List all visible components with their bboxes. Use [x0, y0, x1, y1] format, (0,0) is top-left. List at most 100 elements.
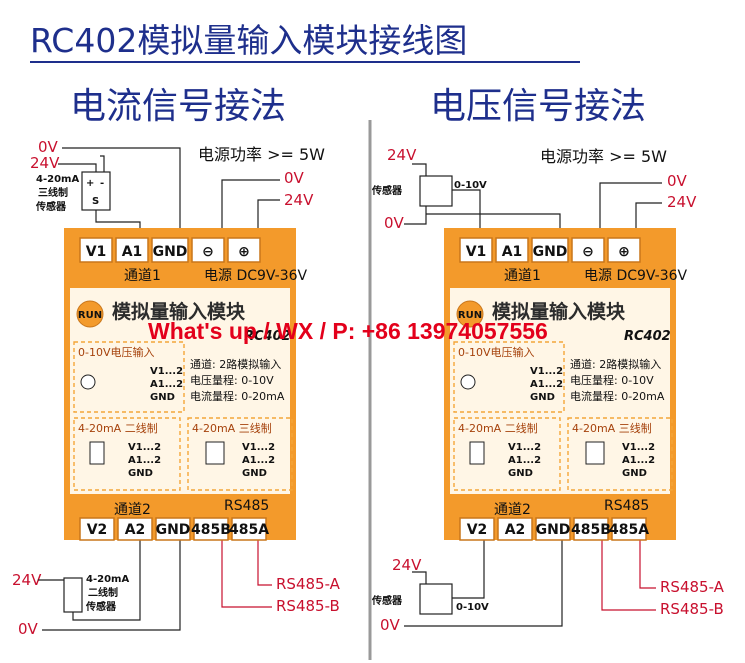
left-bottom-terminal: [231, 517, 267, 541]
left-bottom-terminal-label: V2: [87, 522, 108, 538]
left-sensor-s: S: [92, 196, 99, 207]
right-sensor-label: 传感器: [371, 184, 403, 197]
left-spec-line: 电压量程: 0-10V: [190, 374, 274, 387]
right-rs485-label: RS485: [604, 498, 649, 514]
right-top-terminal-label: GND: [533, 244, 568, 260]
right-spec-line: 电压量程: 0-10V: [570, 374, 654, 387]
right-24v-top-label: 24V: [387, 146, 417, 164]
left-top-terminal-label: V1: [86, 244, 107, 260]
right-rs485a-wire: [639, 540, 656, 589]
right-three-wire-label: 4-20mA 三线制: [572, 421, 652, 435]
left-bottom-terminal-label: 485B: [191, 522, 231, 538]
left-three-wire-pin: GND: [242, 468, 267, 479]
left-power-0v: 0V: [284, 169, 305, 187]
left-top-terminal: [151, 237, 189, 263]
left-two-wire-pin: V1...2: [128, 442, 161, 453]
right-rs485b-wire: [601, 540, 656, 611]
left-wire-24v: [58, 163, 97, 172]
left-wire-minus: [100, 155, 105, 172]
left-voltage-pin: A1...2: [150, 379, 183, 390]
right-top-terminal: [495, 237, 529, 263]
left-power-24v: 24V: [284, 191, 314, 209]
right-wire2-24v: [412, 571, 427, 584]
left-top-terminal: [79, 237, 113, 263]
left-top-terminal-label: ⊕: [238, 244, 250, 260]
right-wire-0v-sensor: [404, 206, 427, 225]
left-power-note: 电源功率 >= 5W: [198, 145, 325, 164]
right-top-terminal-label: A1: [502, 244, 523, 260]
watermark: What's up / WX / P: +86 13974057556: [148, 318, 548, 344]
left-run-led: [76, 300, 104, 328]
left-voltage-input-label: 0-10V电压输入: [78, 345, 155, 359]
left-wire2-0v: [42, 540, 181, 631]
right-wire2-0v: [404, 540, 563, 627]
right-bottom-terminal: [459, 517, 495, 541]
left-sensor-plus: +: [86, 178, 94, 189]
right-sensor-box: [419, 175, 453, 207]
right-bottom-terminal-label: A2: [505, 522, 526, 538]
left-voltage-pin: GND: [150, 392, 175, 403]
right-voltage-pin: GND: [530, 392, 555, 403]
right-two-wire-label: 4-20mA 二线制: [458, 421, 538, 435]
left-voltage-pin: V1...2: [150, 366, 183, 377]
right-voltage-input-label: 0-10V电压输入: [458, 345, 535, 359]
left-24v-bottom-label: 24V: [12, 571, 42, 589]
right-three-wire-pin: A1...2: [622, 455, 655, 466]
left-sensor2-label-3: 传感器: [85, 600, 117, 613]
left-power-wire-0v: [221, 179, 280, 236]
right-sensor2-label: 传感器: [371, 594, 403, 607]
left-rs485b-label: RS485-B: [276, 597, 340, 615]
left-two-wire-pin: GND: [128, 468, 153, 479]
right-three-wire-box: [567, 417, 673, 491]
right-bottom-terminal-label: GND: [536, 522, 571, 538]
left-wire2-signal: [72, 540, 141, 621]
left-sensor-label-2: 三线制: [38, 186, 68, 199]
right-model: RC402: [624, 329, 671, 344]
left-three-wire-pin: A1...2: [242, 455, 275, 466]
left-spec-line: 电流量程: 0-20mA: [190, 389, 285, 403]
left-voltage-source-icon: [80, 374, 96, 390]
left-three-wire-box: [187, 417, 293, 491]
left-three-wire-sensor-icon: [205, 441, 225, 465]
right-two-wire-pin: A1...2: [508, 455, 541, 466]
right-top-terminal: [531, 237, 569, 263]
right-two-wire-sensor-icon: [469, 441, 485, 465]
right-rs485b-label: RS485-B: [660, 600, 724, 618]
left-wire-0v: [62, 147, 181, 236]
right-voltage-pin: V1...2: [530, 366, 563, 377]
right-power-24v: 24V: [667, 193, 697, 211]
right-wire-24v: [412, 163, 427, 176]
right-two-wire-pin: GND: [508, 468, 533, 479]
right-power-wire-0v: [599, 182, 662, 236]
left-two-wire-label: 4-20mA 二线制: [78, 421, 158, 435]
right-spec-line: 通道: 2路模拟输入: [570, 357, 661, 371]
right-rs485a-label: RS485-A: [660, 578, 725, 596]
left-bottom-terminal: [193, 517, 229, 541]
left-24v-top-label: 24V: [30, 154, 60, 172]
right-signal2-label: 0-10V: [456, 602, 489, 613]
left-two-wire-box: [73, 417, 181, 491]
right-power-wire-24v: [635, 202, 662, 236]
left-top-terminal: [115, 237, 149, 263]
left-channel2-label: 通道2: [114, 502, 151, 518]
left-spec-line: 通道: 2路模拟输入: [190, 357, 281, 371]
right-signal-label: 0-10V: [454, 180, 487, 191]
left-sensor-minus: -: [100, 178, 104, 189]
left-channel1-label: 通道1: [124, 268, 161, 284]
right-bottom-terminal: [611, 517, 647, 541]
right-bottom-terminal: [497, 517, 533, 541]
right-top-terminal-label: V1: [466, 244, 487, 260]
left-bottom-terminal: [79, 517, 115, 541]
right-bottom-terminal: [573, 517, 609, 541]
left-heading: 电流信号接法: [70, 86, 286, 127]
right-power-note: 电源功率 >= 5W: [540, 147, 667, 166]
right-wire-signal: [452, 189, 481, 236]
right-top-terminal-label: ⊕: [618, 244, 630, 260]
right-power-0v: 0V: [667, 172, 688, 190]
right-three-wire-sensor-icon: [585, 441, 605, 465]
right-top-terminal: [459, 237, 493, 263]
right-bottom-terminal-label: 485B: [571, 522, 611, 538]
left-model: RC402: [244, 329, 291, 344]
